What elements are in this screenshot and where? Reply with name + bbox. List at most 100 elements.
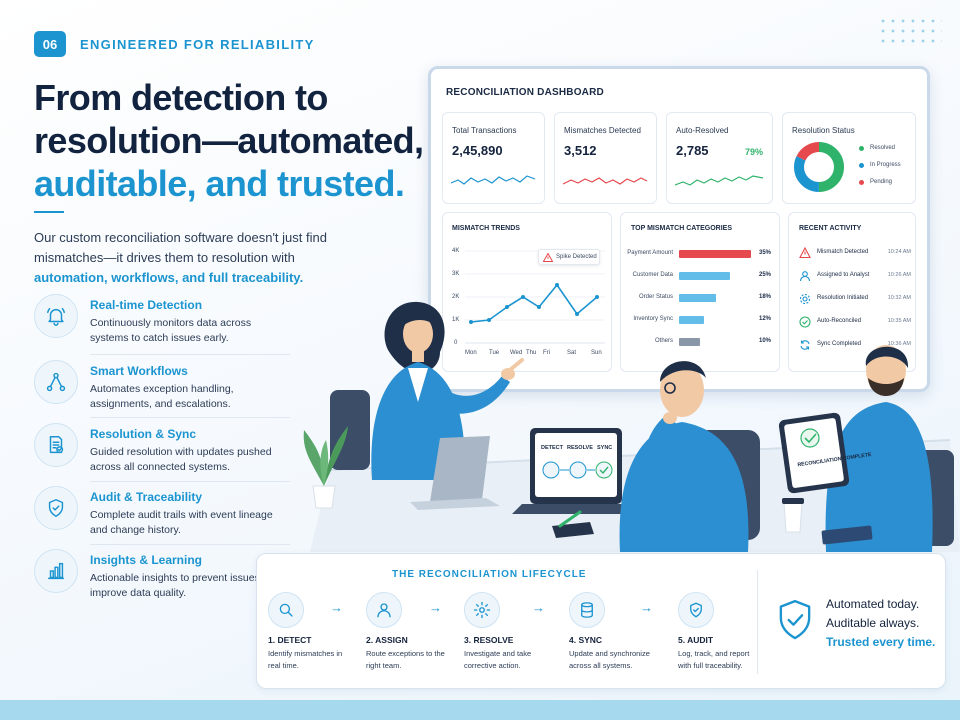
step-description: Route exceptions to the right team. [366, 649, 445, 670]
kpi-card-mismatches: Mismatches Detected 3,512 [554, 112, 657, 204]
title-line-1: From detection to [34, 77, 328, 118]
kpi-percent: 79% [745, 147, 764, 157]
activity-item: Assigned to Analyst 10:26 AM [799, 270, 911, 284]
coffee-cup [782, 498, 804, 533]
warning-icon [543, 253, 553, 262]
laptop-woman [410, 436, 500, 510]
kpi-value: 2,785 [676, 143, 709, 158]
gear-icon [799, 293, 811, 305]
decorative-dot-grid [878, 16, 942, 46]
tagline-auditable: Auditable always. [826, 616, 920, 630]
activity-label: Resolution Initiated [817, 295, 869, 301]
feature-description: Actionable insights to prevent issues an… [90, 572, 281, 599]
feature-divider [90, 354, 290, 355]
laptop-step-sync: SYNC [597, 445, 612, 451]
feature-description: Guided resolution with updates pushed ac… [90, 446, 272, 473]
feature-insights-learning: Insights & Learning Actionable insights … [34, 549, 290, 611]
shield-check-icon [678, 592, 714, 628]
feature-title: Audit & Traceability [90, 490, 203, 504]
y-tick: 2K [452, 294, 460, 300]
legend-dot-pending [859, 180, 864, 185]
legend-dot-in-progress [859, 163, 864, 168]
feature-divider [90, 481, 290, 482]
activity-label: Mismatch Detected [817, 249, 869, 255]
kpi-card-total-transactions: Total Transactions 2,45,890 [442, 112, 545, 204]
check-circle-icon [799, 316, 811, 328]
section-number-badge: 06 [34, 31, 66, 57]
y-tick: 4K [452, 248, 460, 254]
feature-title: Smart Workflows [90, 364, 188, 378]
activity-list: Mismatch Detected 10:24 AM Assigned to A… [799, 247, 911, 367]
step-arrow: → [330, 600, 343, 615]
kpi-sparkline [675, 175, 764, 186]
mismatch-trends-panel: MISMATCH TRENDS 4K 3K 2K 1K 0 Spike Dete… [442, 212, 612, 372]
kpi-label: Total Transactions [452, 126, 517, 135]
title-line-2: resolution—automated, [34, 120, 424, 161]
step-description: Identify mismatches in real time. [268, 649, 343, 670]
category-label: Order Status [638, 294, 673, 300]
panel-title: MISMATCH TRENDS [452, 225, 520, 232]
x-tick: Sun [591, 350, 602, 356]
status-legend: Resolved In Progress Pending [859, 145, 915, 196]
category-percent: 35% [759, 250, 772, 256]
category-bar [679, 316, 704, 324]
legend-dot-resolved [859, 146, 864, 151]
database-icon [569, 592, 605, 628]
category-label: Customer Data [632, 272, 673, 278]
category-row: Inventory Sync 12% [621, 315, 771, 327]
mismatch-categories-panel: TOP MISMATCH CATEGORIES Payment Amount 3… [620, 212, 780, 372]
laptop-workflow [512, 428, 640, 514]
resolution-donut-chart [794, 142, 844, 192]
step-title: 2. ASSIGN [366, 635, 408, 645]
feature-description: Continuously monitors data across system… [90, 317, 252, 344]
laptop-step-resolve: RESOLVE [567, 445, 593, 451]
section-kicker: ENGINEERED FOR RELIABILITY [80, 37, 315, 52]
feature-title: Insights & Learning [90, 553, 203, 567]
donut-segment-in-progress [794, 142, 844, 192]
gear-icon [464, 592, 500, 628]
step-title: 1. DETECT [268, 635, 312, 645]
feature-title: Resolution & Sync [90, 427, 197, 441]
recent-activity-panel: RECENT ACTIVITY Mismatch Detected 10:24 … [788, 212, 916, 372]
team-meeting-illustration: DETECT RESOLVE SYNC RECONCILIATION COMPL… [303, 301, 960, 552]
step-arrow: → [640, 600, 653, 615]
lifecycle-step-resolve: 3. RESOLVE Investigate and take correcti… [464, 592, 564, 682]
category-percent: 18% [759, 294, 772, 300]
category-label: Payment Amount [627, 250, 673, 256]
activity-label: Sync Completed [817, 341, 862, 347]
step-description: Log, track, and report with full traceab… [678, 649, 750, 670]
feature-divider [90, 417, 290, 418]
kpi-label: Auto-Resolved [676, 126, 729, 135]
panel-title: RECENT ACTIVITY [799, 225, 862, 232]
user-icon [366, 592, 402, 628]
category-bar-list: Payment Amount 35% Customer Data 25% Ord… [621, 249, 781, 359]
activity-time: 10:35 AM [887, 318, 911, 324]
activity-item: Auto-Reconciled 10:35 AM [799, 316, 911, 330]
feature-description: Automates exception handling, assignment… [90, 383, 234, 410]
activity-time: 10:24 AM [887, 249, 911, 255]
trend-line-chart [465, 250, 605, 344]
title-underline [34, 211, 64, 213]
x-tick: Mon [465, 350, 477, 356]
x-tick: Wed [510, 350, 523, 356]
document-check-icon [34, 423, 78, 467]
category-row: Customer Data 25% [621, 271, 771, 283]
legend-label: Resolved [870, 145, 896, 151]
y-tick: 3K [452, 271, 460, 277]
tagline-automated: Automated today. [826, 597, 920, 611]
status-label: Resolution Status [792, 126, 855, 135]
laptop-step-detect: DETECT [541, 445, 564, 451]
potted-plant [303, 426, 348, 509]
lifecycle-step-sync: 4. SYNC Update and synchronize across al… [569, 592, 669, 682]
feature-audit-traceability: Audit & Traceability Complete audit trai… [34, 486, 290, 548]
activity-item: Resolution Initiated 10:32 AM [799, 293, 911, 307]
stylus-tablet [552, 510, 594, 538]
step-title: 3. RESOLVE [464, 635, 514, 645]
activity-time: 10:36 AM [887, 341, 911, 347]
activity-item: Sync Completed 10:36 AM [799, 339, 911, 353]
activity-item: Mismatch Detected 10:24 AM [799, 247, 911, 261]
shield-check-icon [34, 486, 78, 530]
dashboard-title: RECONCILIATION DASHBOARD [446, 87, 604, 98]
bell-icon [34, 294, 78, 338]
category-row: Payment Amount 35% [621, 249, 771, 261]
